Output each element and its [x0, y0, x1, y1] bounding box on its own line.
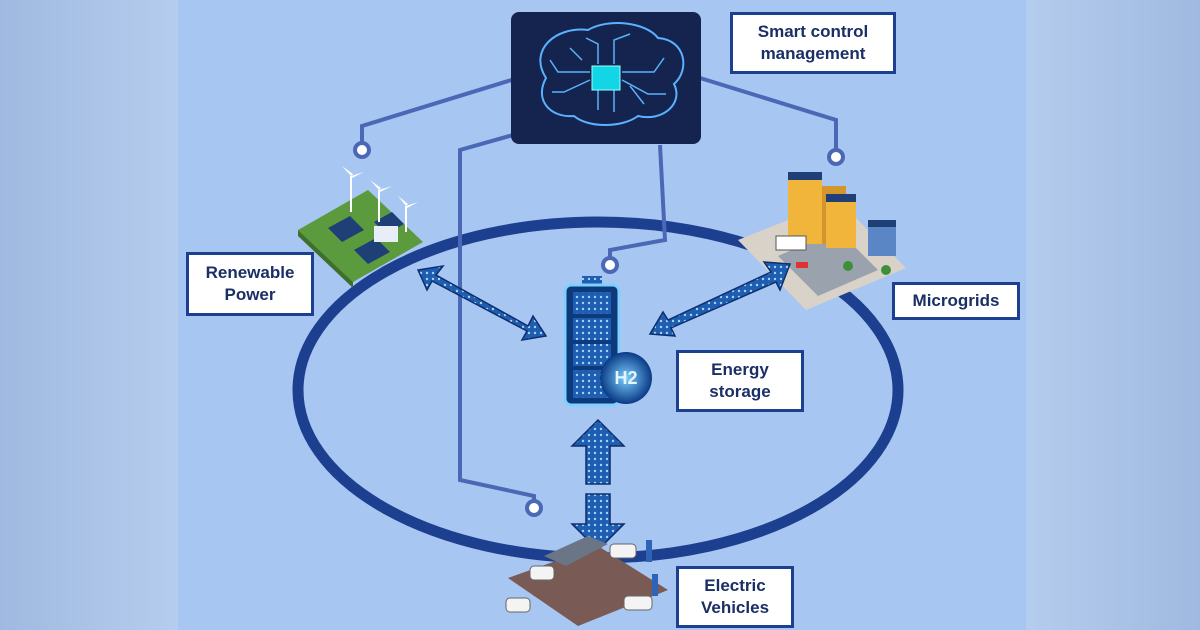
label-microgrids: Microgrids	[892, 282, 1020, 320]
endpoint-renewable	[353, 141, 371, 159]
connector-microgrids	[699, 76, 838, 150]
label-energy-storage: Energy storage	[676, 350, 804, 412]
connector-renewable	[360, 76, 519, 145]
arrow-vehicles-down	[570, 493, 626, 552]
connector-endpoints	[353, 141, 845, 517]
brain-chip-icon	[511, 12, 701, 144]
flow-arrows	[416, 261, 792, 552]
arrow-storage-up	[570, 418, 626, 485]
microgrid-city-icon	[738, 172, 906, 310]
label-energy-storage-text: Energy storage	[709, 360, 771, 401]
endpoint-storage	[601, 256, 619, 274]
label-smart-control: Smart control management	[730, 12, 896, 74]
label-renewable-power-text: Renewable Power	[205, 263, 295, 304]
blurred-left-margin	[0, 0, 178, 630]
hydrogen-badge: H2	[614, 368, 637, 388]
battery-icon: H2	[563, 276, 652, 407]
endpoint-vehicles	[525, 499, 543, 517]
label-renewable-power: Renewable Power	[186, 252, 314, 316]
connector-storage	[608, 144, 668, 262]
label-electric-vehicles-text: Electric Vehicles	[700, 576, 770, 617]
endpoint-microgrids	[827, 148, 845, 166]
label-microgrids-text: Microgrids	[912, 291, 1000, 310]
diagram-canvas: H2	[292, 12, 906, 626]
arrow-microgrids-storage	[648, 261, 792, 337]
arrow-renewable-storage	[416, 264, 548, 341]
label-electric-vehicles: Electric Vehicles	[676, 566, 794, 628]
connector-vehicles	[458, 133, 536, 505]
energy-system-diagram: H2 Smart control management Renewable Po…	[178, 0, 1026, 630]
label-smart-control-text: Smart control management	[757, 22, 869, 63]
blurred-right-margin	[1022, 0, 1200, 630]
ev-charging-station-icon	[505, 536, 668, 626]
hydrogen-sphere-icon	[600, 352, 652, 404]
renewable-plant-icon	[298, 166, 423, 288]
